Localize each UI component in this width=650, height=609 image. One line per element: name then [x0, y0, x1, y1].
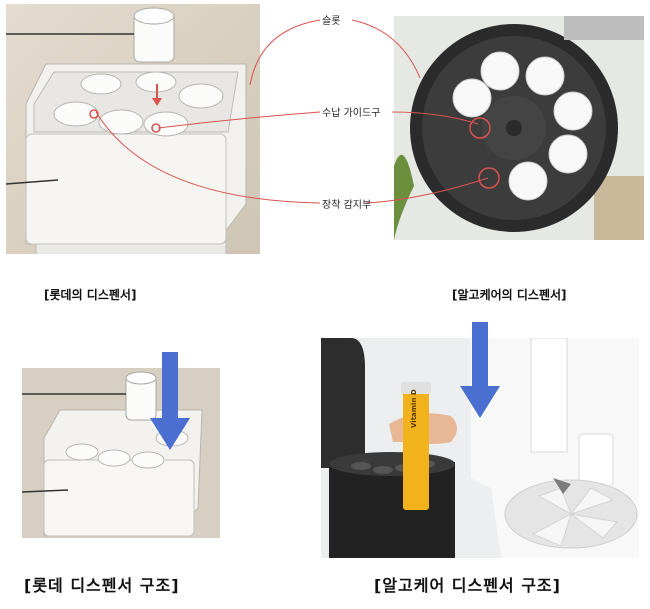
lotte-down-arrow — [150, 352, 190, 450]
lotte-structure-caption: [롯데 디스펜서 구조] — [24, 576, 180, 595]
algocare-structure-caption: [알고케어 디스펜서 구조] — [374, 576, 561, 595]
lotte-dispenser-illustration — [6, 4, 260, 254]
algocare-dispenser-illustration — [394, 16, 644, 240]
lotte-structure-illustration — [22, 368, 220, 538]
lotte-structure-photo — [22, 368, 220, 538]
callout-guide-label: 수납 가이드구 — [322, 108, 381, 119]
vitamin-bottle-label: Vitamin D — [410, 389, 418, 428]
algocare-dispenser-caption: [알고케어의 디스펜서] — [452, 288, 567, 302]
callout-slot-label: 슬롯 — [322, 16, 341, 27]
callout-sensor-label: 장착 감지부 — [322, 200, 372, 211]
callout-lines — [95, 19, 489, 204]
algocare-dispenser-photo — [394, 16, 644, 240]
lotte-dispenser-photo — [6, 4, 260, 254]
lotte-dispenser-caption: [롯데의 디스펜서] — [44, 288, 137, 302]
algocare-down-arrow — [460, 322, 500, 418]
